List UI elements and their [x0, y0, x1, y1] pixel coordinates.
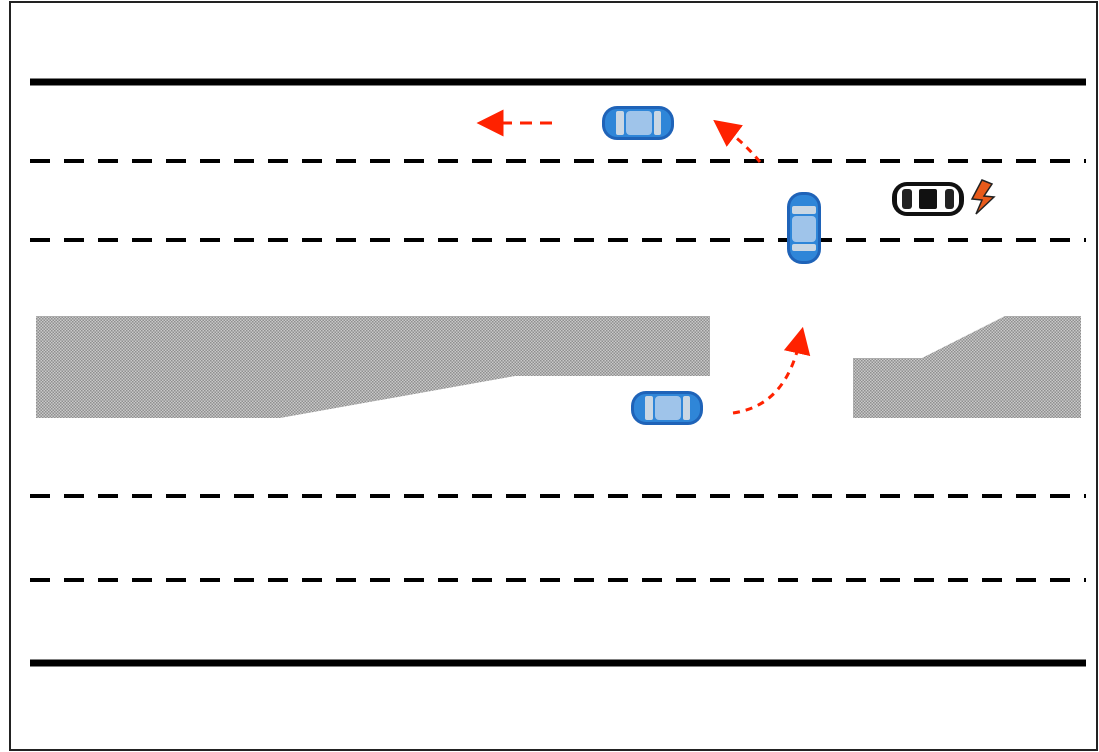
hazard-lightning-icon — [970, 179, 996, 215]
blue-car-changing-lane — [787, 192, 821, 264]
median-island-left — [36, 316, 710, 418]
blue-car-lower-road — [631, 391, 703, 425]
blue-car-upper-lane — [602, 106, 674, 140]
black-car-broken-down — [892, 182, 964, 216]
trajectory-arrow-lane-change — [713, 119, 762, 163]
median-island-right — [853, 316, 1081, 418]
trajectory-arrow-crossover — [732, 326, 811, 415]
